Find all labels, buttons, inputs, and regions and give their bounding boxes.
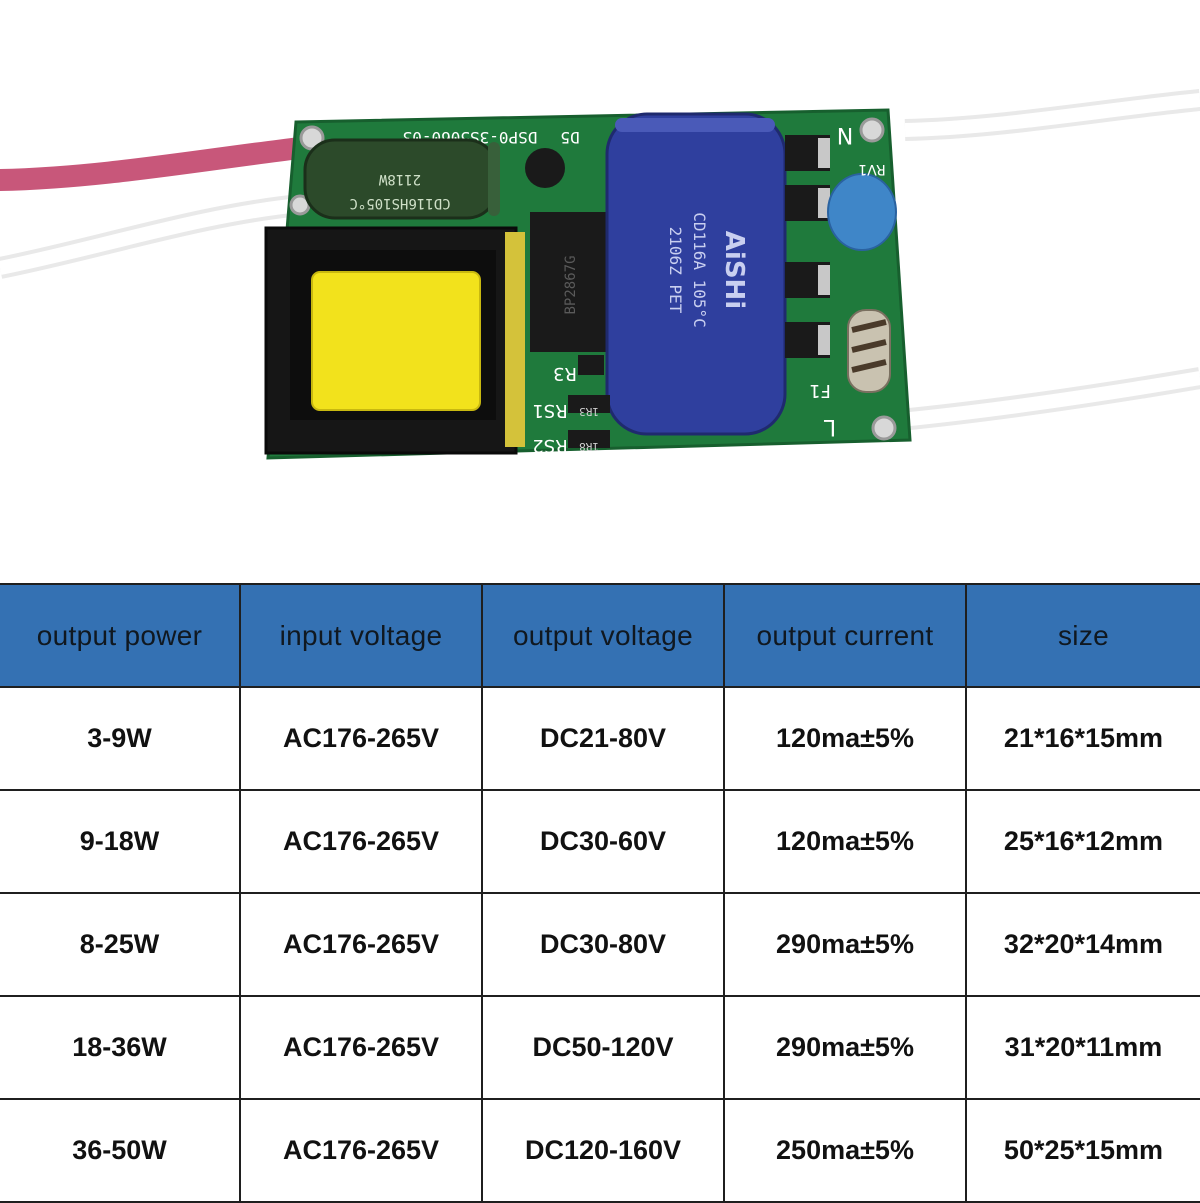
cell-size: 25*16*12mm xyxy=(965,789,1200,894)
cell-output-current: 120ma±5% xyxy=(723,686,967,791)
product-photo: DSP0-3S5060-03 D5 CD116HS105°C 2118W BP2… xyxy=(0,89,1200,460)
resistor-1 xyxy=(568,395,610,413)
cell-input-voltage: AC176-265V xyxy=(239,892,483,997)
label-rs2: RS2 xyxy=(532,435,567,456)
small-cap-text: CD116HS105°C xyxy=(349,195,450,211)
cell-size: 32*20*14mm xyxy=(965,892,1200,997)
cell-input-voltage: AC176-265V xyxy=(239,1098,483,1203)
resistor-1-code: 1R3 xyxy=(579,405,599,418)
cell-size: 31*20*11mm xyxy=(965,995,1200,1100)
cell-output-power: 3-9W xyxy=(0,686,241,791)
header-size: size xyxy=(965,583,1200,688)
cap-spec: CD116A 105°C xyxy=(690,212,709,328)
cell-output-current: 290ma±5% xyxy=(723,892,967,997)
header-output-power: output power xyxy=(0,583,241,688)
cell-output-voltage: DC120-160V xyxy=(481,1098,725,1203)
table-row: 8-25W AC176-265V DC30-80V 290ma±5% 32*20… xyxy=(0,892,1200,997)
cell-output-power: 36-50W xyxy=(0,1098,241,1203)
label-f1: F1 xyxy=(809,380,831,401)
label-rs1: RS1 xyxy=(532,400,567,421)
chip-label: BP2867G xyxy=(563,255,579,314)
transistor xyxy=(525,148,565,188)
cell-output-voltage: DC30-80V xyxy=(481,892,725,997)
red-wire xyxy=(0,137,311,191)
spec-table: output power input voltage output voltag… xyxy=(0,583,1200,1203)
cell-output-voltage: DC50-120V xyxy=(481,995,725,1100)
label-l: L xyxy=(823,414,836,439)
header-row: output power input voltage output voltag… xyxy=(0,583,1200,688)
label-n: N xyxy=(837,122,853,147)
varistor xyxy=(827,173,897,251)
small-cap-date: 2118W xyxy=(378,171,421,187)
cell-output-power: 18-36W xyxy=(0,995,241,1100)
header-output-current: output current xyxy=(723,583,967,688)
silkscreen-d5: D5 xyxy=(560,128,579,147)
table-row: 9-18W AC176-265V DC30-60V 120ma±5% 25*16… xyxy=(0,789,1200,894)
cap-brand: AiSHi xyxy=(719,231,749,309)
cell-input-voltage: AC176-265V xyxy=(239,995,483,1100)
resistor-2 xyxy=(568,430,610,448)
table-row: 3-9W AC176-265V DC21-80V 120ma±5% 21*16*… xyxy=(0,686,1200,791)
cell-input-voltage: AC176-265V xyxy=(239,789,483,894)
cell-output-current: 250ma±5% xyxy=(723,1098,967,1203)
cell-output-current: 290ma±5% xyxy=(723,995,967,1100)
cell-output-power: 9-18W xyxy=(0,789,241,894)
transformer-winding xyxy=(311,271,481,411)
cell-output-voltage: DC30-60V xyxy=(481,789,725,894)
header-input-voltage: input voltage xyxy=(239,583,483,688)
label-rv1: RV1 xyxy=(858,161,885,177)
cell-size: 21*16*15mm xyxy=(965,686,1200,791)
cell-output-power: 8-25W xyxy=(0,892,241,997)
header-output-voltage: output voltage xyxy=(481,583,725,688)
cap-lot: 2106Z PET xyxy=(666,227,685,314)
resistor-2-code: 1R8 xyxy=(579,440,599,453)
cell-output-current: 120ma±5% xyxy=(723,789,967,894)
label-r3: R3 xyxy=(553,363,577,384)
cell-input-voltage: AC176-265V xyxy=(239,686,483,791)
cell-size: 50*25*15mm xyxy=(965,1098,1200,1203)
cell-output-voltage: DC21-80V xyxy=(481,686,725,791)
table-row: 18-36W AC176-265V DC50-120V 290ma±5% 31*… xyxy=(0,995,1200,1100)
table-row: 36-50W AC176-265V DC120-160V 250ma±5% 50… xyxy=(0,1098,1200,1203)
